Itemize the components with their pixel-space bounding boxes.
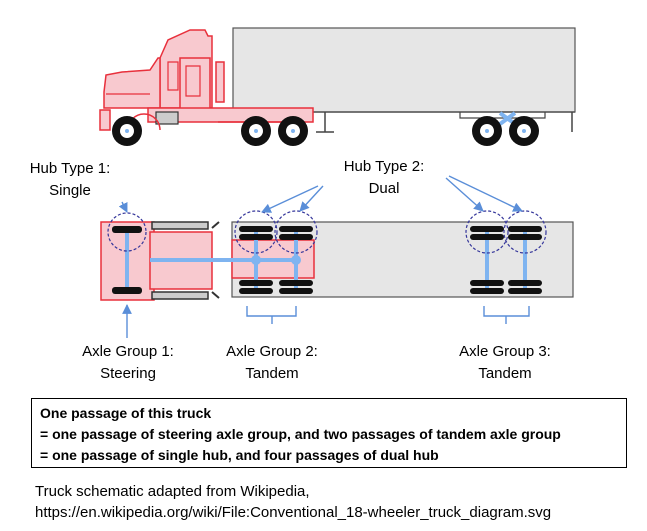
axle-group-3-title: Axle Group 3: (459, 343, 551, 360)
truck-diagram (99, 27, 576, 338)
axle-group-2-title: Axle Group 2: (226, 343, 318, 360)
hub-type-1-title: Hub Type 1: (29, 160, 111, 177)
axle-group-2-value: Tandem (245, 365, 299, 382)
axle-group-2-label: Axle Group 2: Tandem (212, 341, 332, 385)
axle-group-1-label: Axle Group 1: Steering (68, 341, 188, 385)
axle-group-brackets (246, 306, 530, 324)
hub-circles (107, 210, 547, 254)
top-tires (112, 226, 542, 294)
hub-type-2-title: Hub Type 2: (343, 158, 425, 175)
hub-type-1-value: Single (49, 182, 91, 199)
axle-group-3-value: Tandem (478, 365, 532, 382)
credit-url: https://en.wikipedia.org/wiki/File:Conve… (35, 504, 552, 521)
trailer-body-side (232, 27, 576, 113)
hub-type-1-label: Hub Type 1: Single (18, 158, 122, 202)
dual-hub-circle (503, 210, 547, 254)
source-credit: Truck schematic adapted from Wikipedia, … (35, 481, 551, 523)
hub-type-2-label: Hub Type 2: Dual (330, 156, 438, 200)
top-view-truck (100, 175, 574, 338)
hub-type-2-value: Dual (368, 180, 400, 197)
passage-note-box: One passage of this truck = one passage … (31, 398, 627, 468)
note-line: = one passage of steering axle group, an… (40, 426, 561, 442)
note-line: One passage of this truck (40, 405, 212, 421)
pointer-arrows (118, 175, 523, 338)
side-wheels (112, 116, 539, 146)
dual-hub-circle (234, 210, 278, 254)
axle-group-1-value: Steering (100, 365, 156, 382)
axle-group-3-label: Axle Group 3: Tandem (444, 341, 566, 385)
single-hub-circle (107, 212, 147, 252)
axle-group-1-title: Axle Group 1: (82, 343, 174, 360)
dual-hub-circle (274, 210, 318, 254)
dual-hub-circle (465, 210, 509, 254)
note-line: = one passage of single hub, and four pa… (40, 447, 439, 463)
side-view-truck (99, 27, 576, 146)
credit-text: Truck schematic adapted from Wikipedia, (35, 483, 310, 500)
